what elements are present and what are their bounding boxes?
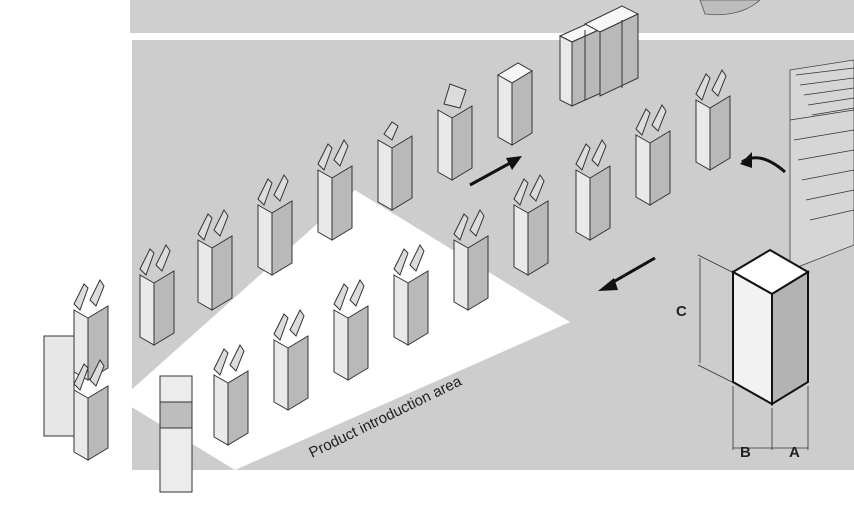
transfer-arrow-down — [607, 256, 656, 287]
transfer-arrow-up — [469, 160, 513, 187]
carton-row-back — [139, 62, 533, 346]
flat-carton-blanks — [789, 59, 854, 271]
stacked-cartons — [558, 5, 640, 107]
dimension-label-c: C — [676, 303, 687, 320]
carton-row-front — [213, 69, 731, 446]
dimension-label-a: A — [789, 444, 800, 461]
left-cartons — [43, 279, 193, 493]
flow-arrows — [469, 152, 786, 291]
machine-fragment — [699, 0, 761, 16]
dimension-box — [697, 248, 810, 450]
dimension-label-b: B — [740, 444, 751, 461]
